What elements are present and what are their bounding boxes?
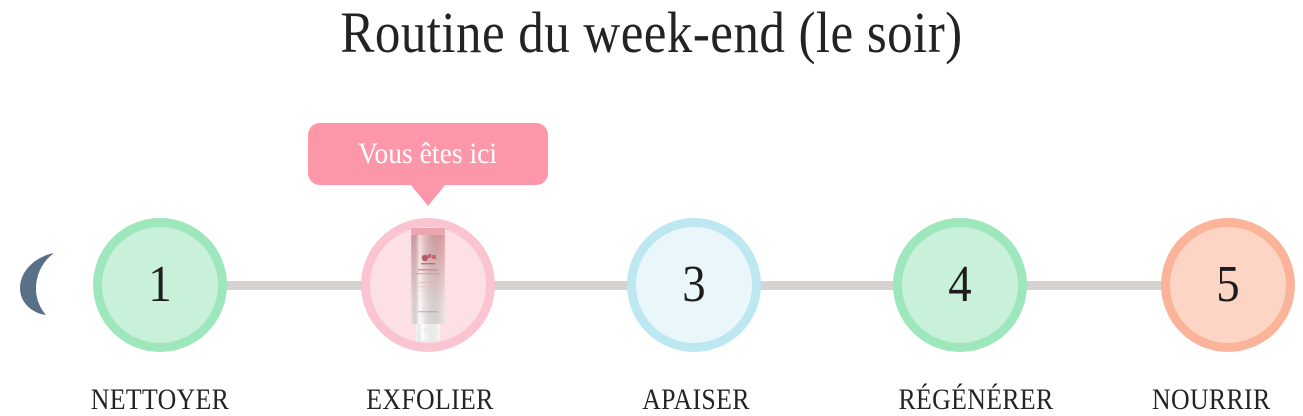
connector-segment-3-4: [758, 281, 898, 290]
connector-segment-2-3: [488, 281, 633, 290]
page-title: Routine du week-end (le soir): [340, 0, 963, 65]
step-number-3: 3: [682, 256, 706, 313]
step-circle-3[interactable]: 3: [627, 218, 761, 352]
crescent-moon-icon: [6, 250, 62, 318]
step-circle-1[interactable]: 1: [93, 218, 227, 352]
step-circle-2[interactable]: [361, 218, 495, 352]
tooltip-bubble: Vous êtes ici: [308, 123, 548, 185]
step-number-5: 5: [1216, 256, 1240, 313]
step-label-3: APAISER: [642, 383, 750, 416]
timeline-step-5[interactable]: 5: [1161, 218, 1295, 352]
step-circle-5[interactable]: 5: [1161, 218, 1295, 352]
timeline-step-2[interactable]: [361, 218, 495, 352]
product-tube-image: [405, 226, 451, 344]
step-label-1: NETTOYER: [90, 383, 230, 416]
step-circle-4[interactable]: 4: [893, 218, 1027, 352]
step-number-1: 1: [148, 256, 172, 313]
tooltip-label: Vous êtes ici: [358, 137, 498, 170]
you-are-here-tooltip: Vous êtes ici: [308, 123, 548, 206]
timeline-step-1[interactable]: 1: [93, 218, 227, 352]
timeline-step-4[interactable]: 4: [893, 218, 1027, 352]
step-label-2: EXFOLIER: [366, 383, 494, 416]
step-label-4: RÉGÉNÉRER: [898, 383, 1054, 416]
tooltip-pointer-icon: [410, 184, 446, 206]
timeline-step-3[interactable]: 3: [627, 218, 761, 352]
step-number-4: 4: [948, 256, 972, 313]
connector-segment-1-2: [222, 281, 374, 290]
connector-segment-4-5: [1020, 281, 1162, 290]
step-label-5: NOURRIR: [1152, 383, 1271, 416]
